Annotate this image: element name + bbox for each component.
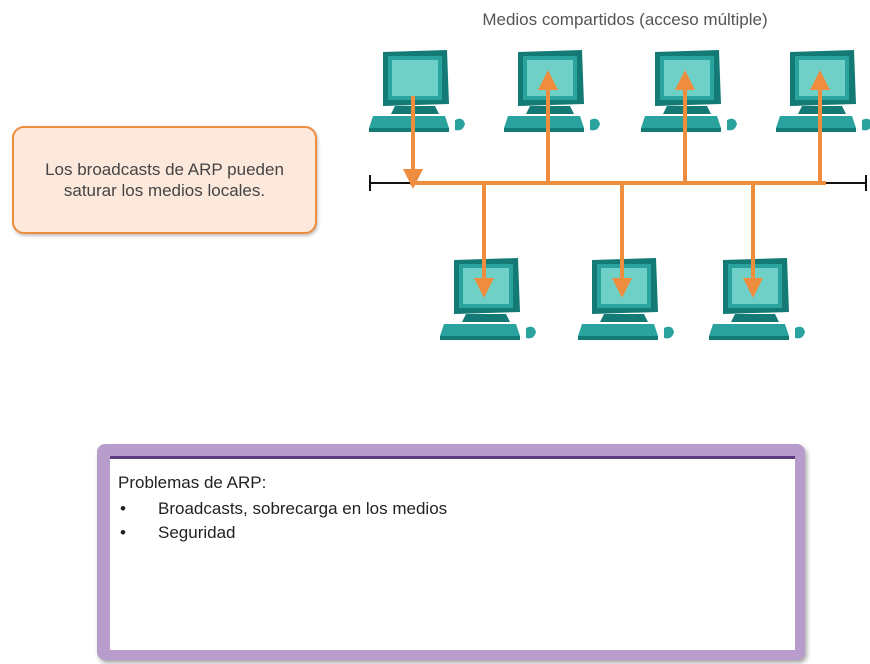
arp-problems-content: Problemas de ARP: Broadcasts, sobrecarga…: [110, 456, 795, 650]
callout-text: Los broadcasts de ARP pueden saturar los…: [45, 160, 284, 200]
problem-list: Broadcasts, sobrecarga en los medios Seg…: [118, 497, 787, 545]
computer-bottom-2-icon: [578, 258, 674, 340]
callout-box: Los broadcasts de ARP pueden saturar los…: [12, 126, 317, 234]
network-diagram: [369, 50, 870, 340]
computer-top-3-icon: [641, 50, 737, 132]
bus-layer: [369, 70, 867, 298]
computer-top-1-icon: [369, 50, 465, 132]
arp-problems-panel: Problemas de ARP: Broadcasts, sobrecarga…: [97, 444, 805, 660]
diagram-title: Medios compartidos (acceso múltiple): [482, 10, 768, 29]
computers-layer: [369, 50, 870, 340]
computer-top-2-icon: [504, 50, 600, 132]
computer-bottom-3-icon: [709, 258, 805, 340]
computer-top-4-icon: [776, 50, 870, 132]
problem-item: Seguridad: [118, 521, 787, 545]
panel-heading: Problemas de ARP:: [118, 473, 267, 492]
problem-item: Broadcasts, sobrecarga en los medios: [118, 497, 787, 521]
computer-bottom-1-icon: [440, 258, 536, 340]
